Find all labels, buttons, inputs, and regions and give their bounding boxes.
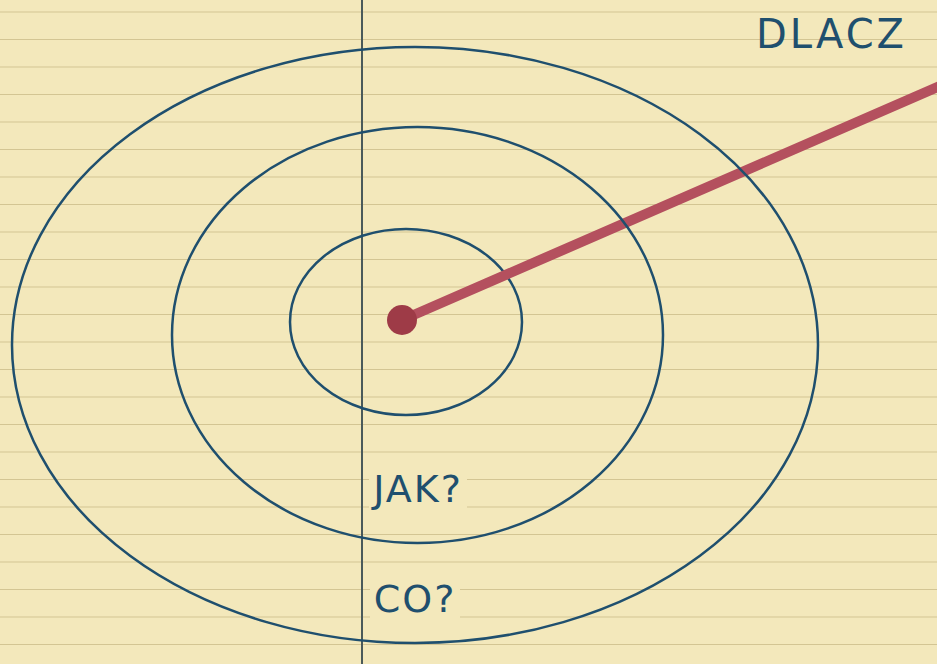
ruled-line	[0, 507, 937, 508]
center-dot	[387, 305, 417, 335]
ruled-line	[0, 232, 937, 233]
corner-label: DLACZ	[756, 12, 907, 56]
ring-label: CO?	[370, 579, 461, 621]
ellipse-outline	[10, 45, 820, 645]
middle-ellipse: JAK?	[170, 125, 665, 545]
ruled-line	[0, 617, 937, 618]
ruled-line	[0, 424, 937, 425]
ruled-line	[0, 534, 937, 535]
ruled-line	[0, 67, 937, 68]
ruled-line	[0, 177, 937, 178]
ruled-line	[0, 397, 937, 398]
ruled-line	[0, 369, 937, 370]
outer-ellipse: JAK? CO?	[10, 45, 820, 645]
page-fold	[361, 0, 363, 664]
ellipse	[12, 47, 818, 643]
ruled-line	[0, 122, 937, 123]
ruled-line	[0, 94, 937, 95]
ruled-line	[0, 589, 937, 590]
inner-ellipse	[290, 229, 522, 415]
ruled-line	[0, 314, 937, 315]
ring-label: JAK?	[369, 469, 467, 511]
ruled-line	[0, 342, 937, 343]
ruled-line	[0, 204, 937, 205]
ruled-lines	[0, 12, 937, 645]
ruled-line	[0, 479, 937, 480]
ruled-line	[0, 259, 937, 260]
ruled-line	[0, 644, 937, 645]
ruled-line	[0, 452, 937, 453]
pointer-line	[402, 86, 937, 320]
ellipse	[172, 127, 663, 543]
